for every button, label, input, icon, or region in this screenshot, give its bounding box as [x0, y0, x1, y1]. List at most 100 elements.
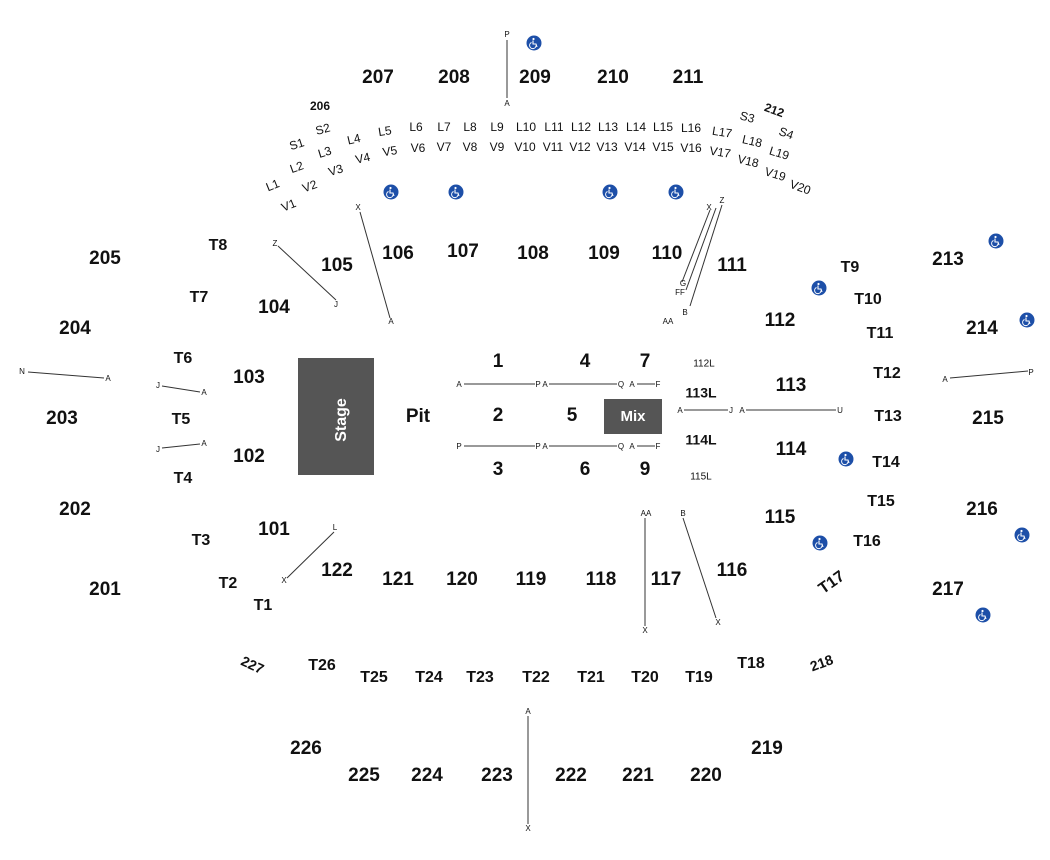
- section-214[interactable]: 214: [966, 318, 998, 339]
- table-T3[interactable]: T3: [192, 532, 211, 549]
- section-210[interactable]: 210: [597, 67, 629, 88]
- section-111[interactable]: 111: [717, 255, 747, 276]
- section-202[interactable]: 202: [59, 499, 91, 520]
- stage[interactable]: Stage: [298, 358, 374, 475]
- box-V5[interactable]: V5: [382, 143, 399, 159]
- box-V2[interactable]: V2: [300, 177, 319, 195]
- section-117[interactable]: 117: [651, 569, 682, 590]
- box-L13[interactable]: L13: [598, 120, 618, 134]
- table-T5[interactable]: T5: [172, 411, 191, 428]
- box-V11[interactable]: V11: [543, 140, 564, 154]
- box-V16[interactable]: V16: [680, 141, 702, 155]
- box-S2[interactable]: S2: [314, 120, 332, 137]
- box-L6[interactable]: L6: [409, 120, 423, 134]
- section-110[interactable]: 110: [652, 243, 683, 264]
- section-215[interactable]: 215: [972, 408, 1004, 429]
- box-S3[interactable]: S3: [738, 109, 756, 126]
- table-T13[interactable]: T13: [874, 408, 902, 425]
- section-208[interactable]: 208: [438, 67, 470, 88]
- section-227[interactable]: 227: [239, 653, 267, 677]
- box-V18[interactable]: V18: [736, 152, 760, 171]
- wheelchair-icon[interactable]: [812, 535, 828, 551]
- section-204[interactable]: 204: [59, 318, 91, 339]
- section-217[interactable]: 217: [932, 579, 964, 600]
- section-207[interactable]: 207: [362, 67, 394, 88]
- table-T22[interactable]: T22: [522, 669, 550, 686]
- floor-row-112L[interactable]: 112L: [693, 359, 715, 370]
- floor-section-1[interactable]: 1: [493, 351, 504, 372]
- table-T4[interactable]: T4: [174, 470, 193, 487]
- table-T14[interactable]: T14: [872, 454, 900, 471]
- section-201[interactable]: 201: [89, 579, 121, 600]
- box-L14[interactable]: L14: [626, 120, 646, 134]
- table-T8[interactable]: T8: [209, 237, 228, 254]
- section-205[interactable]: 205: [89, 248, 121, 269]
- box-V1[interactable]: V1: [279, 196, 298, 215]
- wheelchair-icon[interactable]: [526, 35, 542, 51]
- box-V12[interactable]: V12: [569, 140, 591, 154]
- box-V14[interactable]: V14: [624, 140, 646, 154]
- box-L10[interactable]: L10: [516, 120, 536, 134]
- table-T10[interactable]: T10: [854, 291, 882, 308]
- table-T16[interactable]: T16: [853, 533, 881, 550]
- section-120[interactable]: 120: [446, 569, 478, 590]
- table-T17[interactable]: T17: [816, 568, 848, 598]
- wheelchair-icon[interactable]: [1014, 527, 1030, 543]
- section-103[interactable]: 103: [233, 367, 265, 388]
- floor-section-9[interactable]: 9: [640, 459, 651, 480]
- box-S1[interactable]: S1: [288, 135, 307, 153]
- box-L17[interactable]: L17: [711, 124, 733, 141]
- section-101[interactable]: 101: [258, 519, 290, 540]
- floor-section-5[interactable]: 5: [567, 405, 578, 426]
- section-102[interactable]: 102: [233, 446, 265, 467]
- wheelchair-icon[interactable]: [383, 184, 399, 200]
- section-122[interactable]: 122: [321, 560, 353, 581]
- section-223[interactable]: 223: [481, 765, 513, 786]
- wheelchair-icon[interactable]: [811, 280, 827, 296]
- wheelchair-icon[interactable]: [975, 607, 991, 623]
- section-206[interactable]: 206: [310, 99, 330, 113]
- wheelchair-icon[interactable]: [602, 184, 618, 200]
- wheelchair-icon[interactable]: [838, 451, 854, 467]
- section-104[interactable]: 104: [258, 297, 290, 318]
- box-L15[interactable]: L15: [653, 120, 673, 134]
- box-V3[interactable]: V3: [327, 161, 345, 179]
- table-T15[interactable]: T15: [867, 493, 895, 510]
- section-222[interactable]: 222: [555, 765, 587, 786]
- box-L8[interactable]: L8: [463, 120, 477, 134]
- box-V8[interactable]: V8: [463, 140, 478, 154]
- floor-row-113L[interactable]: 113L: [685, 385, 717, 401]
- section-107[interactable]: 107: [447, 241, 479, 262]
- floor-row-115L[interactable]: 115L: [690, 472, 712, 483]
- box-L7[interactable]: L7: [437, 120, 451, 134]
- box-L11[interactable]: L11: [544, 120, 563, 134]
- table-T2[interactable]: T2: [219, 575, 238, 592]
- table-T18[interactable]: T18: [737, 655, 765, 672]
- box-V9[interactable]: V9: [490, 140, 505, 154]
- box-L2[interactable]: L2: [288, 158, 306, 176]
- section-219[interactable]: 219: [751, 738, 783, 759]
- table-T20[interactable]: T20: [631, 669, 659, 686]
- box-V6[interactable]: V6: [411, 141, 426, 155]
- floor-row-114L[interactable]: 114L: [685, 432, 717, 448]
- table-T7[interactable]: T7: [190, 289, 209, 306]
- table-T21[interactable]: T21: [577, 669, 605, 686]
- section-209[interactable]: 209: [519, 67, 551, 88]
- box-V13[interactable]: V13: [596, 140, 618, 154]
- section-226[interactable]: 226: [290, 738, 322, 759]
- section-216[interactable]: 216: [966, 499, 998, 520]
- section-225[interactable]: 225: [348, 765, 380, 786]
- section-119[interactable]: 119: [516, 569, 547, 590]
- box-L1[interactable]: L1: [264, 176, 282, 194]
- section-211[interactable]: 211: [673, 67, 704, 88]
- table-T6[interactable]: T6: [174, 350, 193, 367]
- box-V10[interactable]: V10: [514, 140, 536, 154]
- section-108[interactable]: 108: [517, 243, 549, 264]
- box-L12[interactable]: L12: [571, 120, 591, 134]
- section-224[interactable]: 224: [411, 765, 443, 786]
- floor-section-3[interactable]: 3: [493, 459, 504, 480]
- floor-section-4[interactable]: 4: [580, 351, 591, 372]
- section-203[interactable]: 203: [46, 408, 78, 429]
- section-116[interactable]: 116: [717, 560, 748, 581]
- floor-section-6[interactable]: 6: [580, 459, 591, 480]
